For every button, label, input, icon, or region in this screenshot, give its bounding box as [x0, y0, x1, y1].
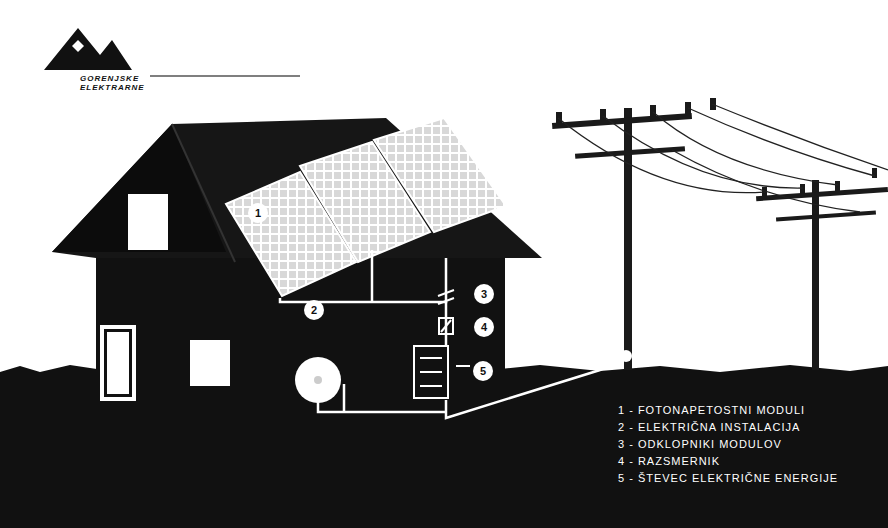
callout-number: 1 [249, 204, 267, 222]
key-line: 5 - ŠTEVEC ELEKTRIČNE ENERGIJE [618, 472, 838, 484]
callout-number: 4 [475, 318, 493, 336]
key-line: 1 - FOTONAPETOSTNI MODULI [618, 404, 805, 416]
key-line: 4 - RAZSMERNIK [618, 455, 720, 467]
callout-number: 2 [305, 301, 323, 319]
callout-number: 5 [474, 362, 492, 380]
key-line: 2 - ELEKTRIČNA INSTALACIJA [618, 421, 800, 433]
key-line: 3 - ODKLOPNIKI MODULOV [618, 438, 782, 450]
logo-text: GORENJSKE ELEKTRARNE [80, 74, 150, 92]
callout-number: 3 [475, 285, 493, 303]
